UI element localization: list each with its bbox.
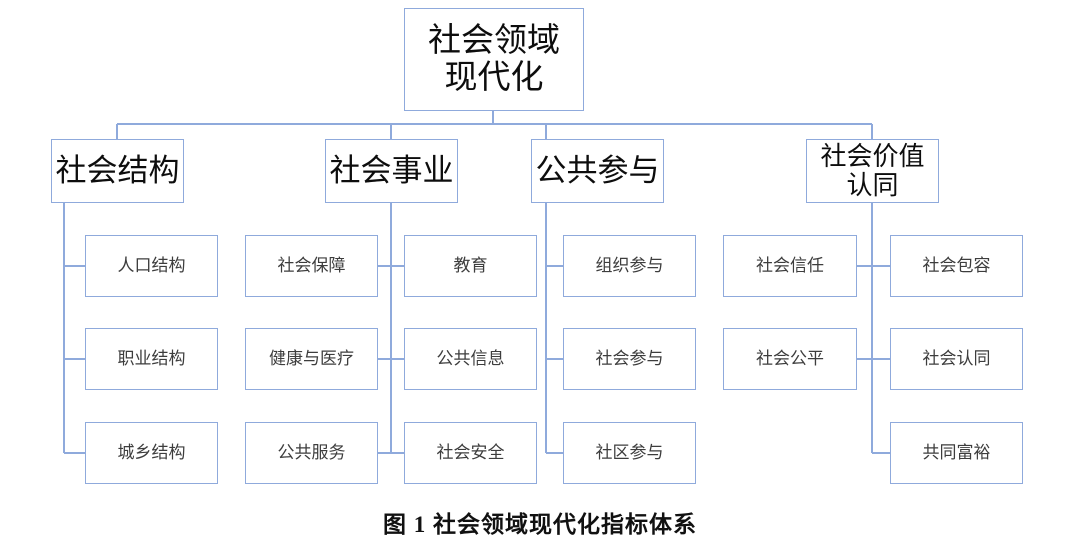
leaf-urban-rural-structure[interactable]: 城乡结构	[85, 422, 218, 484]
leaf-population-structure[interactable]: 人口结构	[85, 235, 218, 297]
leaf-occupation-structure[interactable]: 职业结构	[85, 328, 218, 390]
node-root[interactable]: 社会领域 现代化	[404, 8, 584, 111]
leaf-social-security[interactable]: 社会保障	[245, 235, 378, 297]
leaf-organizational-participation[interactable]: 组织参与	[563, 235, 696, 297]
leaf-common-prosperity[interactable]: 共同富裕	[890, 422, 1023, 484]
node-social-structure[interactable]: 社会结构	[51, 139, 184, 203]
node-social-values[interactable]: 社会价值 认同	[806, 139, 939, 203]
figure-caption: 图 1 社会领域现代化指标体系	[383, 512, 697, 537]
leaf-social-fairness[interactable]: 社会公平	[723, 328, 857, 390]
leaf-health-and-medical[interactable]: 健康与医疗	[245, 328, 378, 390]
leaf-social-identity[interactable]: 社会认同	[890, 328, 1023, 390]
node-public-participation[interactable]: 公共参与	[531, 139, 664, 203]
leaf-social-participation[interactable]: 社会参与	[563, 328, 696, 390]
leaf-social-safety[interactable]: 社会安全	[404, 422, 537, 484]
leaf-social-trust[interactable]: 社会信任	[723, 235, 857, 297]
leaf-public-services[interactable]: 公共服务	[245, 422, 378, 484]
leaf-education[interactable]: 教育	[404, 235, 537, 297]
leaf-public-information[interactable]: 公共信息	[404, 328, 537, 390]
node-social-undertakings[interactable]: 社会事业	[325, 139, 458, 203]
leaf-social-inclusion[interactable]: 社会包容	[890, 235, 1023, 297]
leaf-community-participation[interactable]: 社区参与	[563, 422, 696, 484]
